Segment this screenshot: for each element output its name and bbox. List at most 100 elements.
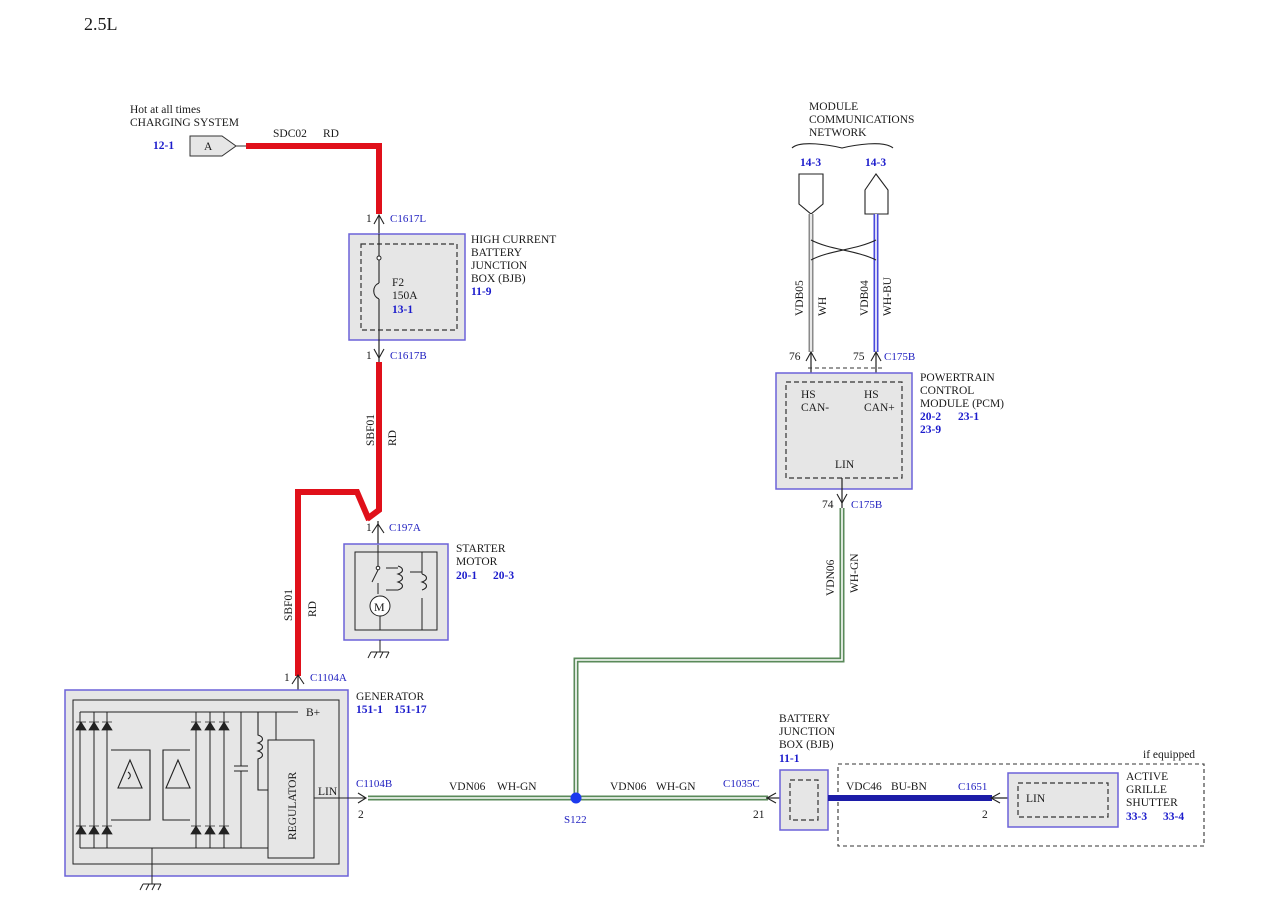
bjb-name-1: BATTERY [779,713,831,725]
wire-sdc02 [246,143,382,214]
wire-vdc46-circuit: VDC46 [846,781,882,793]
c1617b-connector: C1617B [390,350,427,362]
fuse-name: F2 [392,277,404,289]
wire-sbf01-b-color: RD [307,601,319,617]
pin-arrow-c1104a-icon [291,674,305,685]
wire-sbf01-b [295,489,372,676]
bjb-hc-name-1: HIGH CURRENT [471,234,556,246]
bjb-hc-name-2: BATTERY [471,247,523,259]
starter-name-2: MOTOR [456,556,498,568]
bjb-high-current-inner [360,243,458,331]
c1617l-connector: C1617L [390,213,426,225]
wire-vdb04-circuit: VDB04 [859,280,871,316]
page-title: 2.5L [84,14,118,34]
pcm-box[interactable] [775,372,913,490]
charging-source-label-1: Hot at all times [130,104,201,116]
pcm-pin-76: 76 [789,351,801,363]
pcm-hs-2: HS [864,389,879,401]
pin-arrow-c1104b-icon [357,792,368,804]
pcm-ref-3[interactable]: 23-9 [920,424,941,436]
bjb-name-3: BOX (BJB) [779,739,834,751]
charging-source-label-2: CHARGING SYSTEM [130,117,239,129]
generator-lin: LIN [318,786,338,798]
network-ref-left[interactable]: 14-3 [800,157,821,169]
pin-arrow-74-icon [836,493,848,505]
connector-can-plus-icon [864,173,889,215]
if-equipped-region [837,763,1205,847]
shutter-lin: LIN [1026,793,1046,805]
twisted-pair-icon [810,239,877,261]
starter-ref-2[interactable]: 20-3 [493,570,514,582]
fuse-f2-icon [373,282,380,300]
pcm-connector-lin: C175B [851,499,882,511]
charging-source-ref[interactable]: 12-1 [153,140,174,152]
wire-sdc02-circuit: SDC02 [273,128,307,140]
wire-sbf01-a [365,362,382,522]
bjb-high-current-box[interactable] [348,233,466,341]
pcm-name-2: CONTROL [920,385,974,397]
pcm-can-plus: CAN+ [864,402,895,414]
pcm-name-1: POWERTRAIN [920,372,995,384]
connector-a-letter: A [204,141,213,153]
c1104b-pin: 2 [358,809,364,821]
c197a-connector: C197A [389,522,421,534]
c1617l-pin: 1 [366,213,372,225]
shutter-ref-1[interactable]: 33-3 [1126,811,1147,823]
wire-vdn06-left-circuit: VDN06 [449,781,486,793]
bjb-box[interactable] [779,769,829,831]
starter-motor-box[interactable] [343,543,449,641]
shutter-name-2: GRILLE [1126,784,1167,796]
pcm-name-3: MODULE (PCM) [920,398,1004,410]
regulator-label: REGULATOR [287,772,299,840]
shutter-ref-2[interactable]: 33-4 [1163,811,1184,823]
generator-internal-icon [72,699,366,891]
connector-a-icon [189,135,237,157]
bjb-connector: C1035C [723,778,760,790]
wire-vdn06-vertical [573,508,845,798]
network-ref-right[interactable]: 14-3 [865,157,886,169]
bjb-hc-name-4: BOX (BJB) [471,273,526,285]
wire-sbf01-b-circuit: SBF01 [283,589,295,621]
c1104b-connector: C1104B [356,778,392,790]
splice-s122-icon [570,792,582,804]
fuse-ref[interactable]: 13-1 [392,304,413,316]
pcm-ref-2[interactable]: 23-1 [958,411,979,423]
shutter-name-3: SHUTTER [1126,797,1178,809]
fuse-rating: 150A [392,290,418,302]
pcm-hs-1: HS [801,389,816,401]
bjb-hc-name-3: JUNCTION [471,260,528,272]
starter-ref-1[interactable]: 20-1 [456,570,477,582]
pcm-can-minus: CAN- [801,402,829,414]
connector-can-minus-icon [798,173,824,215]
c1104a-pin: 1 [284,672,290,684]
shutter-box[interactable] [1007,772,1119,828]
generator-ref-1[interactable]: 151-1 [356,704,383,716]
regulator-box [267,739,315,859]
bjb-name-2: JUNCTION [779,726,836,738]
shutter-name-1: ACTIVE [1126,771,1168,783]
network-line-2: COMMUNICATIONS [809,114,914,126]
pcm-pin-75: 75 [853,351,865,363]
wire-vdn06-right-circuit: VDN06 [610,781,647,793]
generator-name: GENERATOR [356,691,424,703]
starter-motor-icon: M [354,545,438,631]
if-equipped-label: if equipped [1143,749,1195,761]
network-line-1: MODULE [809,101,858,113]
bjb-node-icon [376,255,382,261]
wire-vdc46-color: BU-BN [891,781,927,793]
pcm-inner [785,381,903,479]
bjb-inner [789,779,819,821]
generator-ref-2[interactable]: 151-17 [394,704,427,716]
bjb-ref[interactable]: 11-1 [779,753,800,765]
wire-sbf01-a-color: RD [387,430,399,446]
pcm-lin: LIN [835,459,855,471]
bjb-pin: 21 [753,809,765,821]
c197a-pin: 1 [366,522,372,534]
bjb-hc-ref[interactable]: 11-9 [471,286,492,298]
wire-vdn06-vertical-color: WH-GN [849,553,861,593]
wire-vdb05-color: WH [817,297,829,316]
c1104a-connector: C1104A [310,672,347,684]
wire-vdn06-left-color: WH-GN [497,781,537,793]
pcm-ref-1[interactable]: 20-2 [920,411,941,423]
